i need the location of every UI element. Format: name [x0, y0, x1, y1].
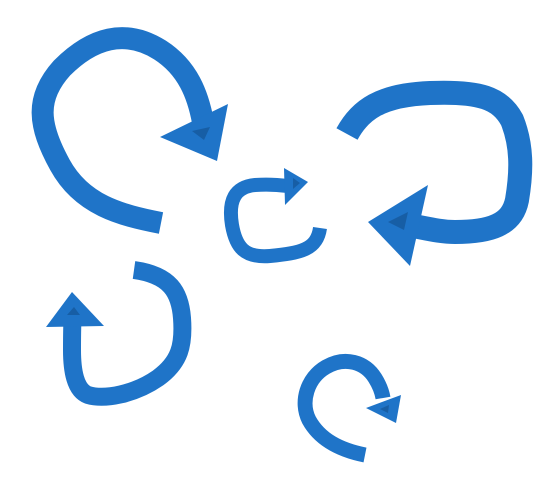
- circular-arrow-icon-top-left: [31, 27, 228, 234]
- circular-arrow-icon-right: [336, 80, 533, 266]
- circular-arrow-icon-bottom-center: [297, 353, 401, 463]
- circular-arrow-icon-center: [224, 168, 327, 264]
- circular-arrow-icon-bottom-left: [46, 261, 192, 406]
